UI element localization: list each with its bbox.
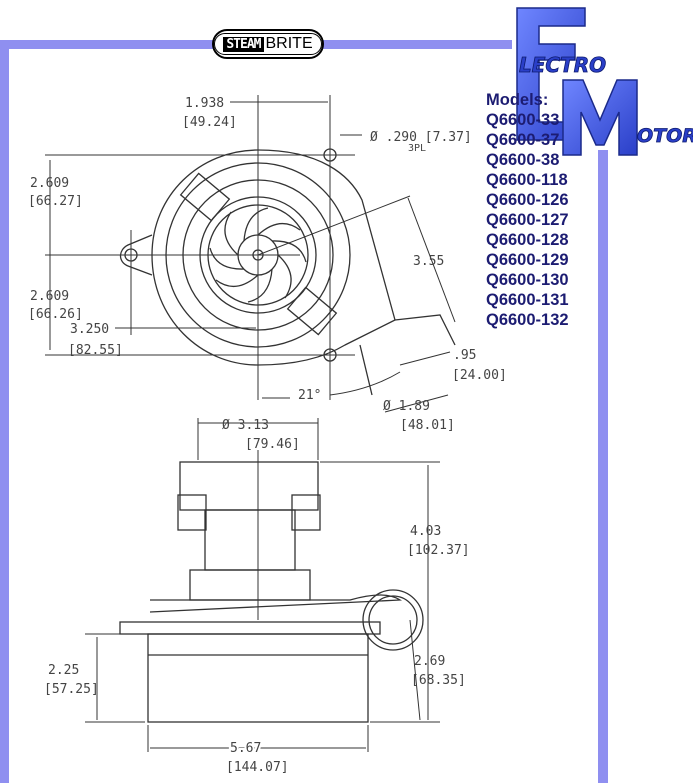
motor-cap (179, 461, 319, 511)
dim-2609-a: 2.609 (30, 176, 69, 191)
model-item: Q6600-129 (486, 251, 569, 269)
model-item: Q6600-118 (486, 171, 568, 189)
model-item: Q6600-132 (486, 311, 569, 329)
housing-volute (151, 149, 396, 366)
model-item: Q6600-126 (486, 191, 569, 209)
dim-2609-a-mm: [66.27] (28, 194, 83, 209)
logo-lectro: LECTRO (519, 53, 606, 77)
steambrite-logo: STEAM BRITE (212, 29, 324, 59)
outlet-circle (362, 589, 424, 651)
dim-hole-qty: 3PL (408, 143, 426, 154)
dim-angle: 21° (298, 388, 321, 403)
outlet-tube (359, 314, 456, 396)
dim-225-mm: [57.25] (44, 682, 99, 697)
brush-holder (179, 172, 231, 222)
mount-plate (119, 621, 381, 635)
brush-holder-left (177, 494, 207, 531)
model-item: Q6600-38 (486, 151, 560, 169)
models-heading: Models: (486, 91, 549, 109)
electro-motor-logo: LECTRO OTOR (516, 7, 693, 156)
dim-2609-b-mm: [66.26] (28, 307, 83, 322)
brite-logo-text: BRITE (265, 35, 313, 52)
top-view: 1.938 [49.24] Ø .290 [7.37] 3PL 2.609 [6… (28, 95, 507, 433)
dim-355: 3.55 (413, 254, 444, 269)
dim-567: 5.67 (230, 741, 261, 756)
model-item: Q6600-33 (486, 111, 560, 129)
model-item: Q6600-130 (486, 271, 569, 289)
dim-313: Ø 3.13 (222, 418, 269, 433)
brush-holder-right (291, 494, 321, 531)
dim-1938: 1.938 (185, 96, 224, 111)
frame-right-bar (598, 150, 608, 783)
dim-hole: Ø .290 [7.37] (370, 130, 472, 145)
dim-269: 2.69 (414, 654, 445, 669)
brush-holder (286, 286, 338, 336)
dim-567-mm: [144.07] (226, 760, 289, 775)
motor-technical-drawing: 1.938 [49.24] Ø .290 [7.37] 3PL 2.609 [6… (28, 95, 507, 775)
logo-letter-m (562, 79, 638, 156)
dim-3250-mm: [82.55] (68, 343, 123, 358)
dim-95: .95 (453, 348, 476, 363)
fan-blades (209, 207, 307, 303)
logo-otor: OTOR (637, 125, 693, 147)
dim-189: Ø 1.89 (383, 399, 430, 414)
dim-269-mm: [68.35] (411, 673, 466, 688)
frame-left-bar (0, 40, 9, 783)
model-item: Q6600-128 (486, 231, 569, 249)
mount-ear (119, 234, 153, 276)
dim-313-mm: [79.46] (245, 437, 300, 452)
motor-body (204, 509, 296, 571)
dim-3250: 3.250 (70, 322, 109, 337)
dim-225: 2.25 (48, 663, 79, 678)
dim-95-mm: [24.00] (452, 368, 507, 383)
dim-189-mm: [48.01] (400, 418, 455, 433)
dim-403: 4.03 (410, 524, 441, 539)
model-item: Q6600-131 (486, 291, 569, 309)
model-item: Q6600-37 (486, 131, 560, 149)
flange (149, 594, 403, 613)
side-view: Ø 3.13 [79.46] 4.03 [102.37] 2.25 [57.25… (44, 418, 470, 775)
models-list: Models: Q6600-33 Q6600-37 Q6600-38 Q6600… (486, 90, 569, 330)
dim-1938-mm: [49.24] (182, 115, 237, 130)
dim-403-mm: [102.37] (407, 543, 470, 558)
fan-housing (147, 633, 369, 723)
dim-2609-b: 2.609 (30, 289, 69, 304)
steam-logo-text: STEAM (223, 36, 264, 52)
model-item: Q6600-127 (486, 211, 569, 229)
